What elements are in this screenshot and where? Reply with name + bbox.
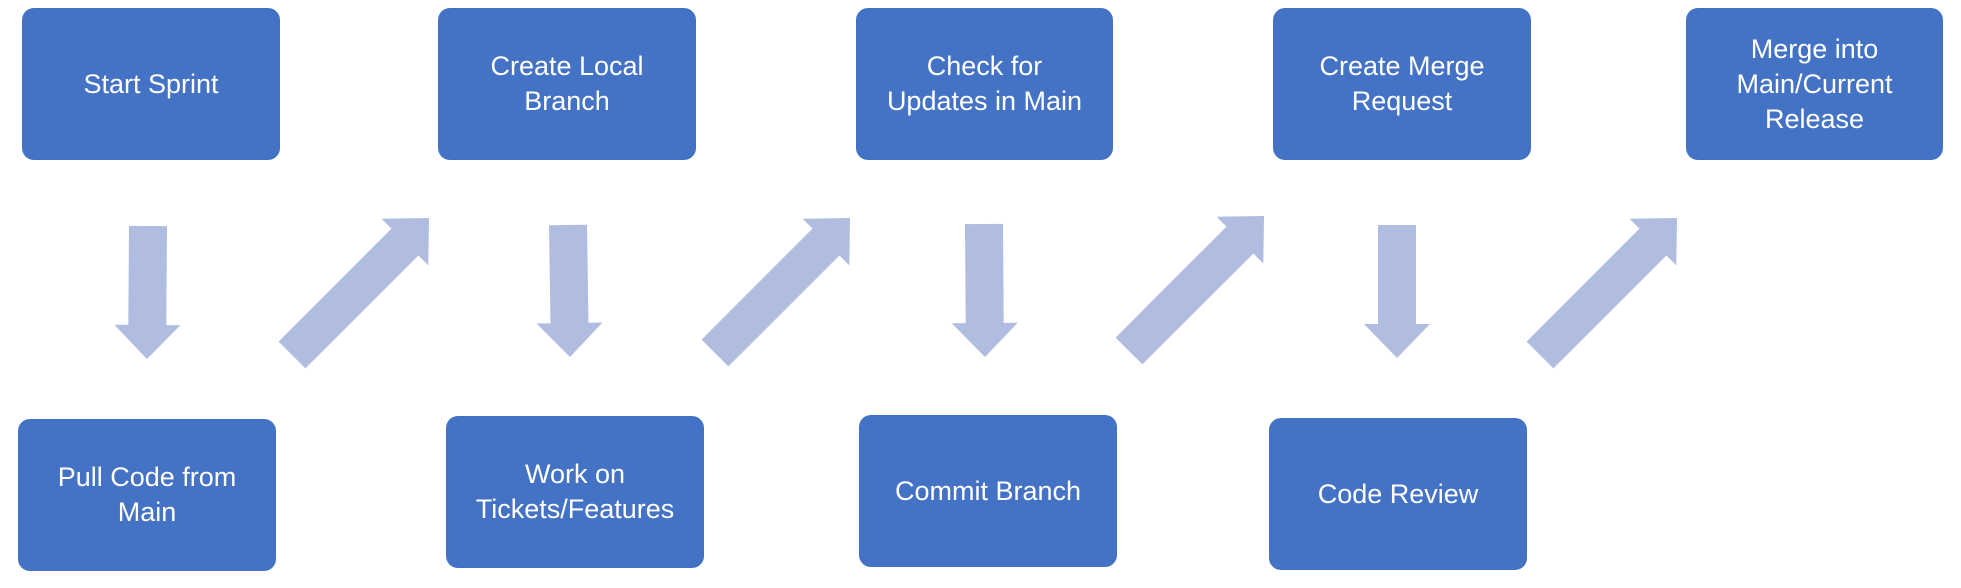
arrow-down-2 bbox=[536, 224, 603, 357]
arrow-up-2 bbox=[701, 218, 850, 367]
arrow-up-1 bbox=[278, 218, 429, 369]
step-start-sprint: Start Sprint bbox=[22, 8, 280, 160]
step-merge-into-main: Merge into Main/Current Release bbox=[1686, 8, 1943, 160]
step-commit-branch: Commit Branch bbox=[859, 415, 1117, 567]
step-check-for-updates: Check for Updates in Main bbox=[856, 8, 1113, 160]
arrow-up-3 bbox=[1115, 216, 1264, 365]
step-code-review: Code Review bbox=[1269, 418, 1527, 570]
arrow-up-4 bbox=[1526, 218, 1677, 369]
step-create-merge-request: Create Merge Request bbox=[1273, 8, 1531, 160]
step-create-local-branch: Create Local Branch bbox=[438, 8, 696, 160]
step-work-on-tickets: Work on Tickets/Features bbox=[446, 416, 704, 568]
step-pull-code-from-main: Pull Code from Main bbox=[18, 419, 276, 571]
arrow-down-4 bbox=[1364, 225, 1430, 358]
arrow-down-3 bbox=[951, 223, 1018, 357]
arrow-down-1 bbox=[114, 225, 181, 359]
